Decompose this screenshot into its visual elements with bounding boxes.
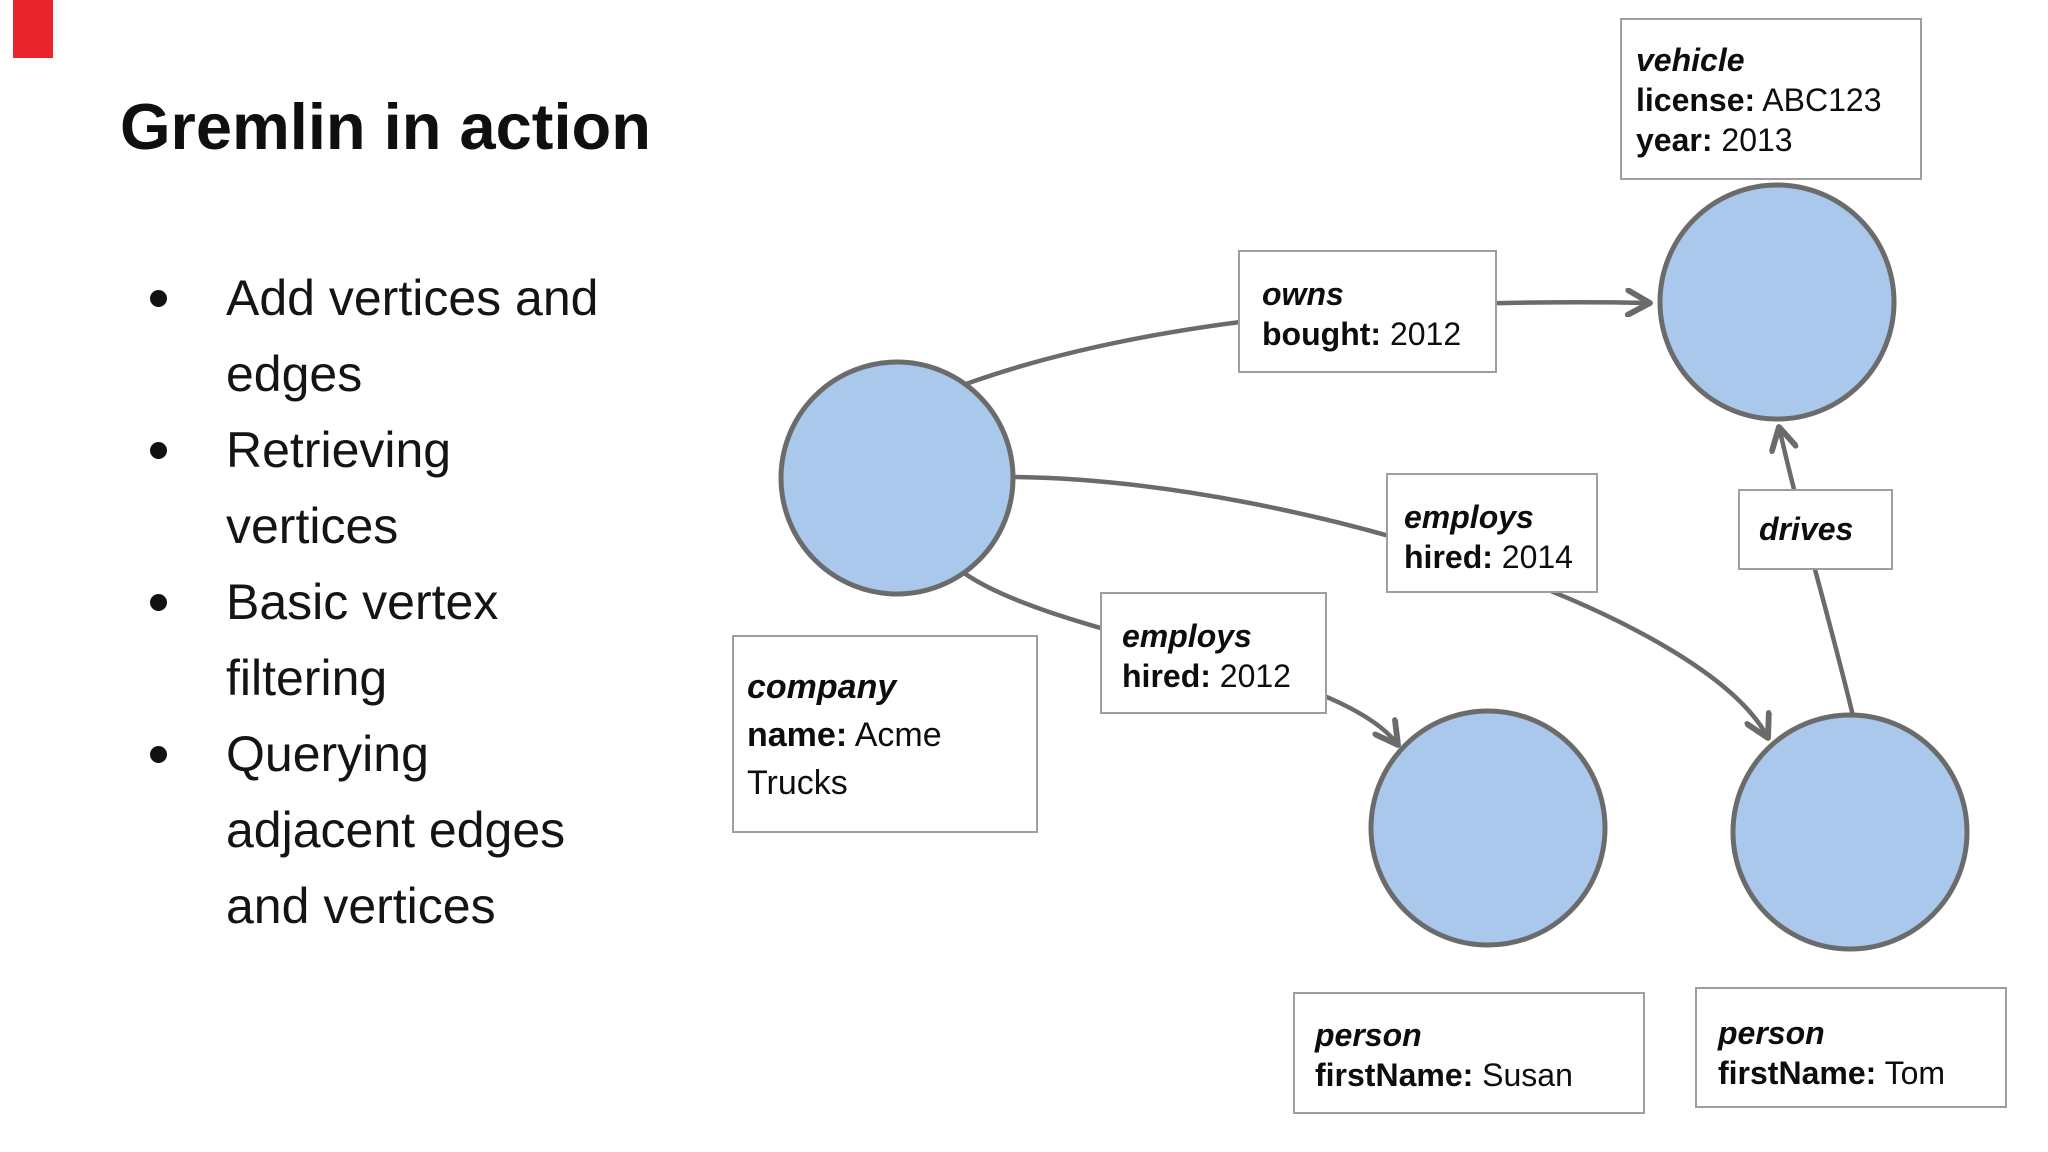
employs2012-hired-value: 2012 — [1210, 658, 1291, 694]
employs2012-hired-key: hired: — [1122, 658, 1211, 694]
label-box-person-tom: person firstName: Tom — [1695, 987, 2007, 1108]
bullet-list: Add vertices and edges Retrieving vertic… — [148, 260, 618, 944]
corner-red-marker — [13, 0, 53, 58]
employs2012-type-label: employs — [1122, 618, 1252, 654]
label-box-owns: owns bought: 2012 — [1238, 250, 1497, 373]
company-name-value: Acme — [847, 716, 942, 754]
vertex-person-susan — [1368, 708, 1608, 948]
company-name-key: name: — [747, 716, 848, 754]
tom-firstname-key: firstName: — [1718, 1055, 1877, 1091]
label-box-employs-2014: employs hired: 2014 — [1386, 473, 1598, 593]
label-box-person-susan: person firstName: Susan — [1293, 992, 1645, 1114]
tom-firstname-value: Tom — [1876, 1055, 1946, 1091]
vertex-person-tom — [1730, 712, 1970, 952]
bullet-item: Retrieving vertices — [148, 412, 618, 564]
vehicle-year-key: year: — [1636, 122, 1713, 158]
label-box-employs-2012: employs hired: 2012 — [1100, 592, 1327, 714]
edge-drives — [1779, 427, 1856, 717]
susan-firstname-value: Susan — [1473, 1057, 1573, 1093]
owns-bought-key: bought: — [1262, 316, 1382, 352]
label-box-drives: drives — [1738, 489, 1893, 570]
employs2014-hired-key: hired: — [1404, 539, 1493, 575]
bullet-text: Retrieving vertices — [226, 422, 452, 554]
bullet-dot-icon — [150, 442, 167, 459]
bullet-dot-icon — [150, 594, 167, 611]
bullet-dot-icon — [150, 290, 167, 307]
company-type-label: company — [747, 668, 897, 706]
bullet-item: Basic vertex filtering — [148, 564, 618, 716]
vehicle-license-key: license: — [1636, 82, 1756, 118]
drives-type-label: drives — [1759, 511, 1854, 547]
owns-type-label: owns — [1262, 276, 1344, 312]
employs2014-hired-value: 2014 — [1492, 539, 1573, 575]
bullet-text: Add vertices and edges — [226, 270, 599, 402]
vehicle-year-value: 2013 — [1712, 122, 1793, 158]
label-box-company: company name: Acme Trucks — [732, 635, 1038, 833]
vertex-vehicle — [1657, 182, 1897, 422]
tom-type-label: person — [1718, 1015, 1825, 1051]
bullet-text: Querying adjacent edges and vertices — [226, 726, 566, 934]
employs2014-type-label: employs — [1404, 499, 1534, 535]
vehicle-license-value: ABC123 — [1755, 82, 1882, 118]
owns-bought-value: 2012 — [1381, 316, 1462, 352]
company-name-value-wrap: Trucks — [747, 764, 848, 802]
susan-firstname-key: firstName: — [1315, 1057, 1474, 1093]
label-box-vehicle: vehicle license: ABC123 year: 2013 — [1620, 18, 1922, 180]
susan-type-label: person — [1315, 1017, 1422, 1053]
vertex-company — [778, 359, 1016, 597]
bullet-item: Querying adjacent edges and vertices — [148, 716, 618, 944]
vehicle-type-label: vehicle — [1636, 42, 1745, 78]
bullet-item: Add vertices and edges — [148, 260, 618, 412]
bullet-dot-icon — [150, 746, 167, 763]
slide-title: Gremlin in action — [120, 90, 651, 163]
bullet-text: Basic vertex filtering — [226, 574, 499, 706]
